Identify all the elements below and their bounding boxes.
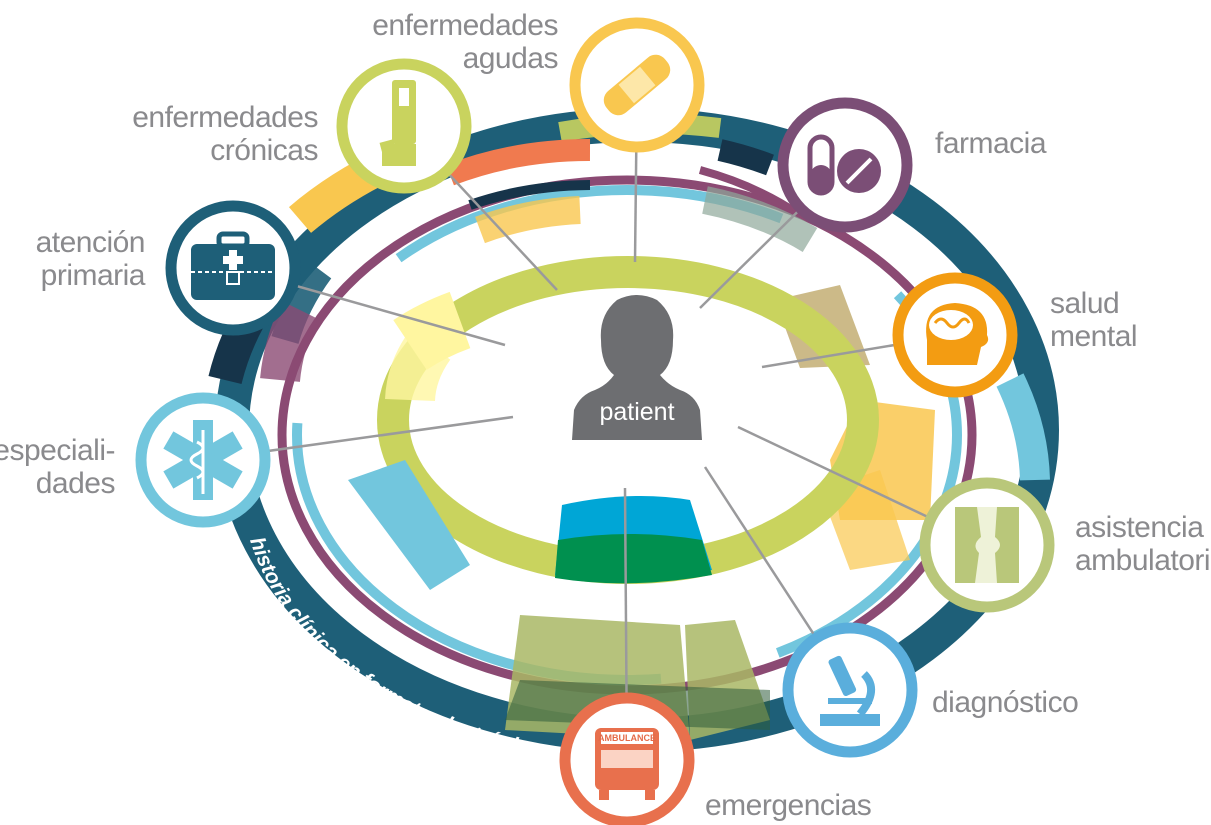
label-enfermedades-agudas-line: enfermedades [372,9,558,42]
label-enfermedades-cronicas-line: crónicas [210,134,318,167]
node-enfermedades-agudas[interactable] [569,17,705,153]
label-asistencia-ambulatoria-line: ambulatoria [1075,544,1211,577]
inner-ring [377,256,879,584]
ambulance-text: AMBULANCE [598,733,656,743]
label-especialidades-line: especiali- [0,434,115,467]
bandage-icon [603,54,671,116]
label-farmacia-line: farmacia [935,127,1047,160]
label-emergencias-line: emergencias [705,789,871,822]
node-emergencias[interactable]: AMBULANCE [559,692,695,825]
pills-icon [807,134,881,196]
label-especialidades: especiali-dades [0,434,115,500]
label-diagnostico-line: diagnóstico [932,686,1078,719]
knee-joint-icon [955,507,1019,583]
label-salud-mental-line: salud [1050,287,1119,320]
node-enfermedades-cronicas[interactable] [336,58,472,194]
medical-bag-icon [191,231,275,300]
patient-figure: patient [572,295,702,440]
lower-left-segment [348,460,470,590]
node-asistencia-ambulatoria[interactable] [919,477,1055,613]
top-band [446,138,818,253]
node-farmacia[interactable] [777,97,913,233]
node-especialidades[interactable] [135,392,271,528]
node-salud-mental[interactable] [892,272,1018,398]
label-enfermedades-agudas-line: agudas [463,42,558,75]
star-of-life-icon [163,420,243,500]
label-atencion-primaria-line: primaria [41,259,146,292]
label-especialidades-line: dades [36,467,115,500]
node-diagnostico[interactable] [782,622,918,758]
node-circles: AMBULANCE [135,17,1055,825]
label-salud-mental-line: mental [1050,320,1137,353]
label-diagnostico: diagnóstico [932,686,1078,719]
patient-label: patient [599,398,674,426]
label-enfermedades-cronicas-line: enfermedades [132,101,318,134]
label-asistencia-ambulatoria: asistenciaambulatoria [1075,511,1211,577]
brain-icon [926,303,989,365]
label-farmacia: farmacia [935,127,1047,160]
inhaler-icon [379,80,416,166]
microscope-icon [820,655,880,726]
label-asistencia-ambulatoria-line: asistencia [1075,511,1204,544]
label-atencion-primaria-line: atención [36,226,145,259]
node-atencion-primaria[interactable] [165,200,301,336]
ambulance-icon: AMBULANCE [595,728,659,800]
label-emergencias: emergencias [705,789,871,822]
